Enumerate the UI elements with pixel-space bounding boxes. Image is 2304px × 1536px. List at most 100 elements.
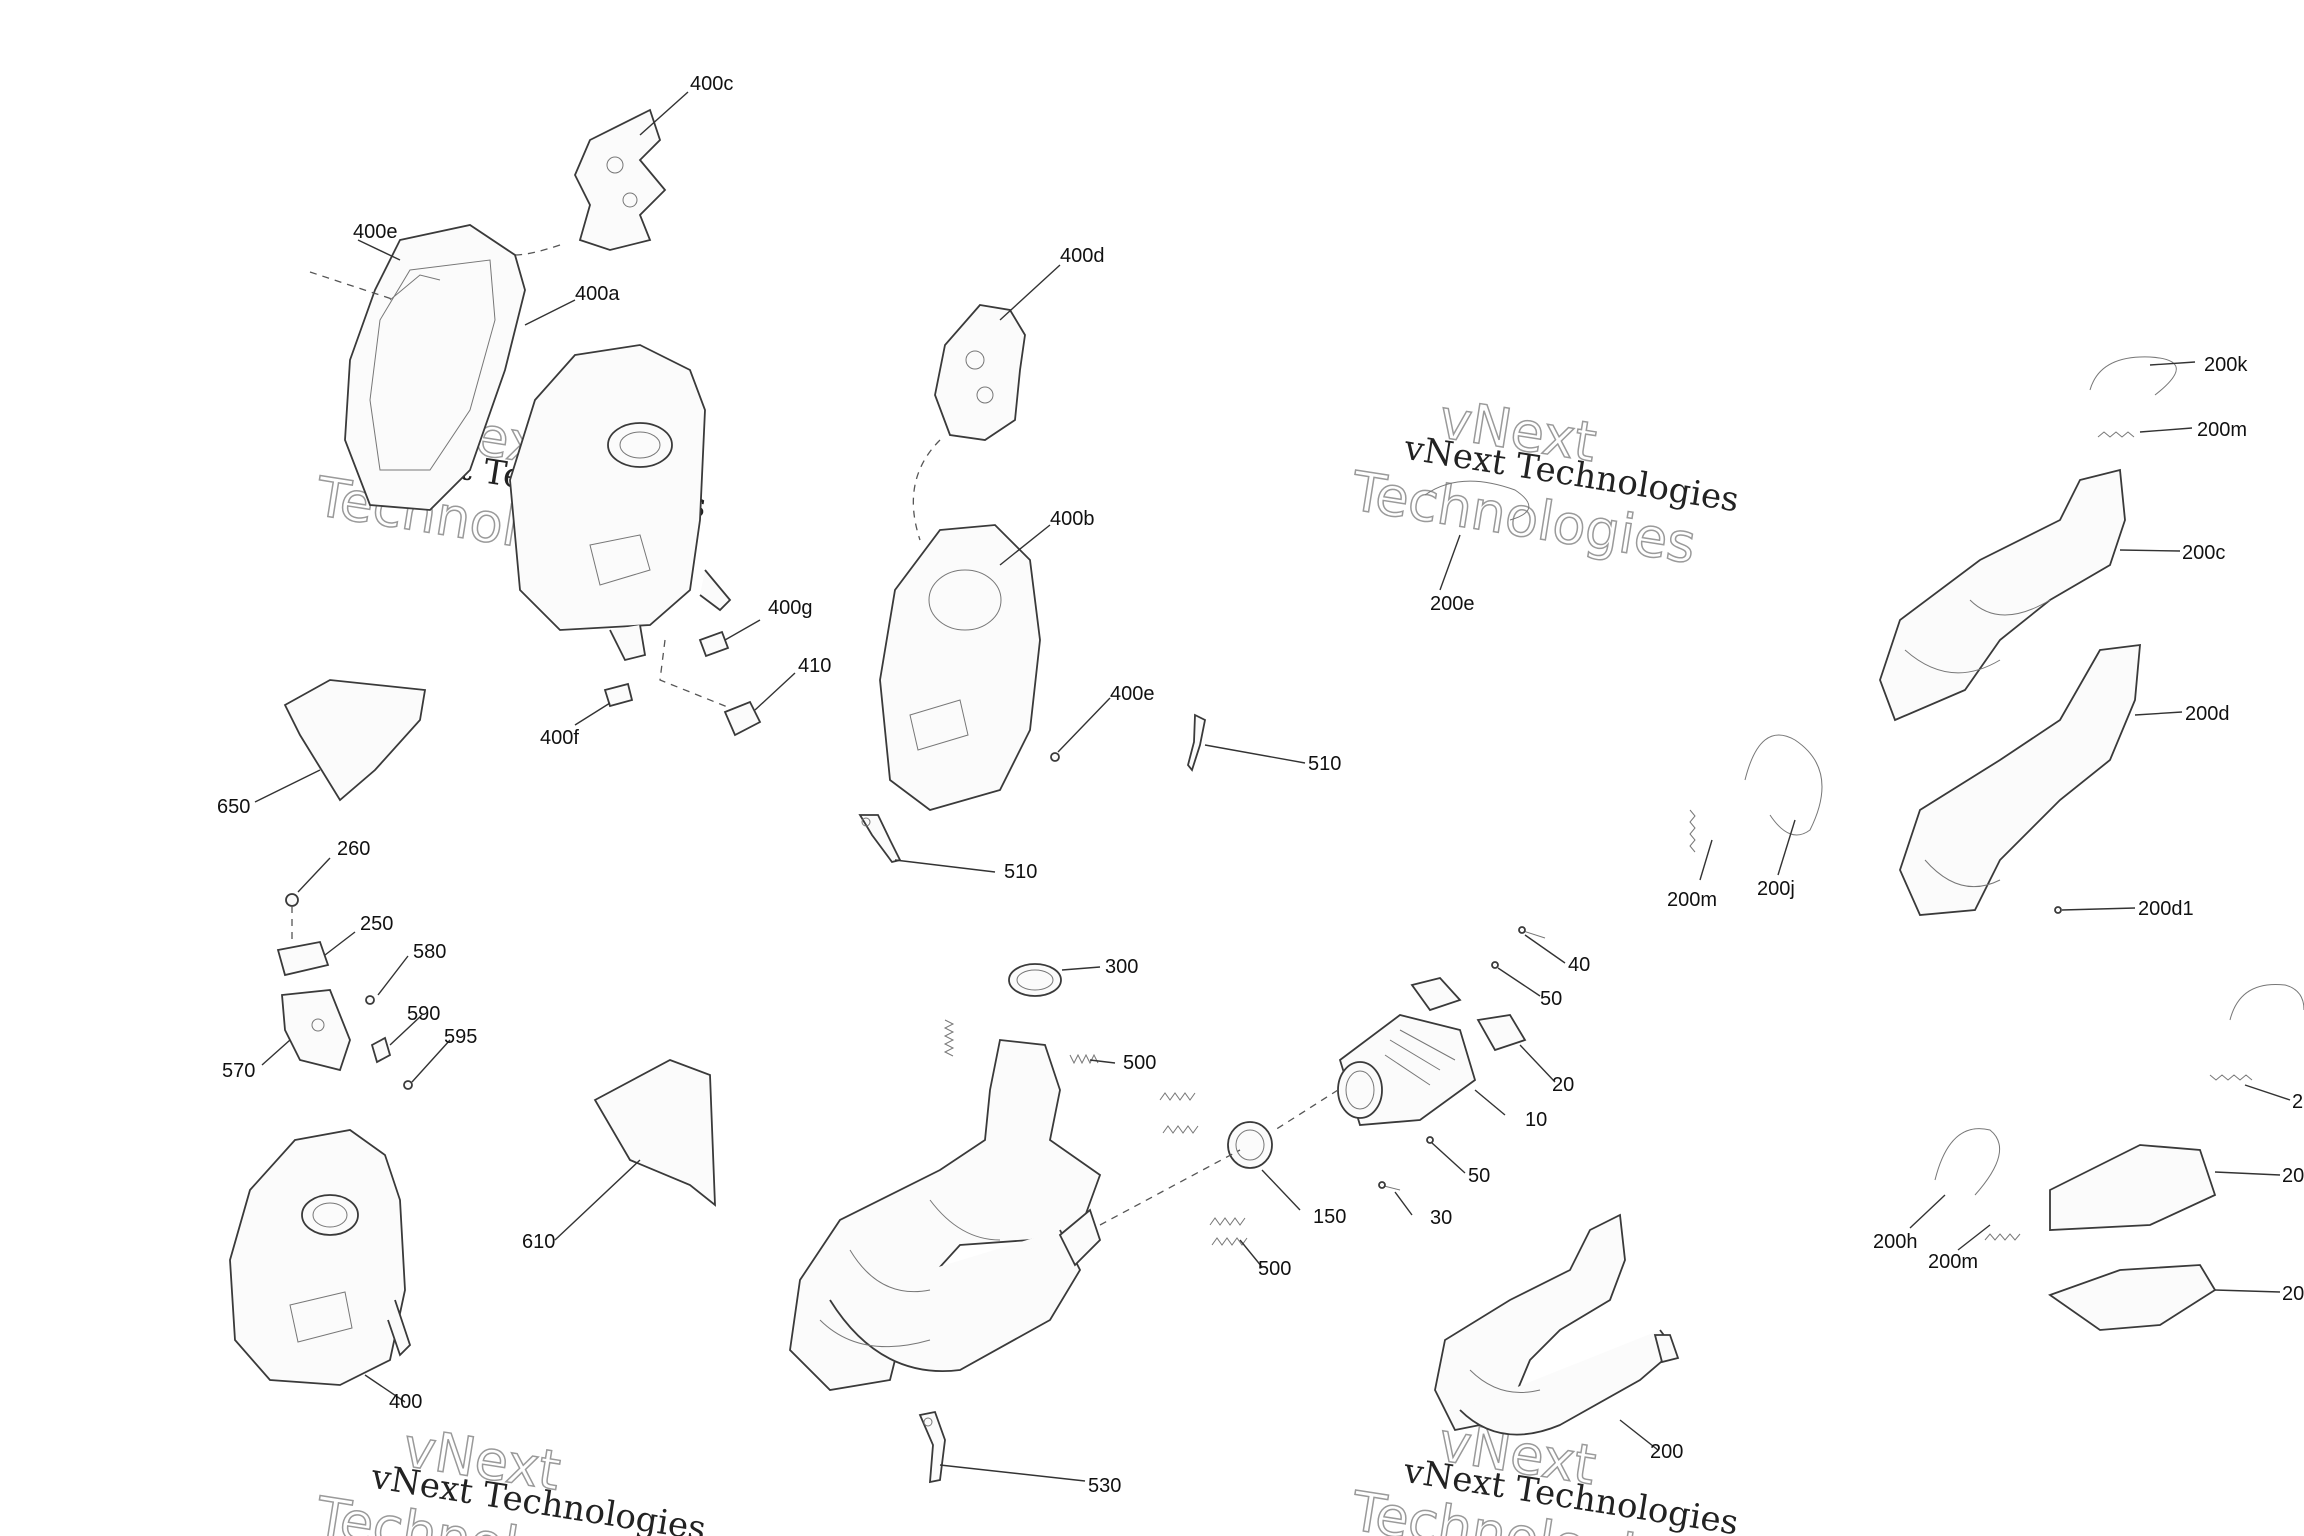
part-50-nut-top	[1491, 961, 1499, 969]
label-150: 150	[1313, 1206, 1346, 1228]
label-50-bottom: 50	[1468, 1165, 1490, 1187]
part-200-tuned-pipe	[1434, 1213, 1680, 1436]
part-200c-pipe-section	[1879, 468, 2126, 722]
label-200m-bottom: 200m	[1928, 1251, 1978, 1273]
part-200m-spring-mid	[1689, 809, 1696, 853]
part-ring-edge	[2229, 983, 2304, 1021]
part-gasket-upper	[1410, 976, 1462, 1012]
label-400f: 400f	[540, 727, 579, 749]
part-570-mount	[281, 989, 351, 1072]
part-530-bracket	[918, 1410, 946, 1484]
label-580: 580	[413, 941, 446, 963]
part-40-stud	[1518, 926, 1546, 939]
part-tuned-pipe-center	[789, 1039, 1241, 1391]
label-10: 10	[1525, 1109, 1547, 1131]
watermark-top-right: vNext Technologies vNext Technologies	[1346, 387, 1742, 577]
watermark-bottom-right: vNext Technologies vNext Technologies	[1346, 1409, 1741, 1536]
part-300-ring	[1008, 963, 1062, 997]
label-200d: 200d	[2185, 703, 2230, 725]
part-400e-screw	[1050, 752, 1060, 762]
label-200: 200	[1650, 1441, 1683, 1463]
part-200k-ring	[2089, 356, 2177, 396]
label-40: 40	[1568, 954, 1590, 976]
part-510-bracket-right	[1187, 713, 1207, 772]
part-610-heat-shield	[593, 1059, 716, 1207]
label-250: 250	[360, 913, 393, 935]
label-530: 530	[1088, 1475, 1121, 1497]
part-pipe-section-edge-upper	[2049, 1144, 2217, 1231]
part-spring-left	[943, 1019, 955, 1057]
label-edge-2: 200	[2282, 1165, 2304, 1187]
label-200j: 200j	[1757, 878, 1795, 900]
part-muffler-body-upper	[509, 344, 732, 662]
part-400b-muffler-half	[879, 524, 1041, 811]
label-400e-top: 400e	[353, 221, 398, 243]
part-200h-ring	[1934, 1128, 2001, 1196]
label-610: 610	[522, 1231, 555, 1253]
part-410-clamp	[659, 639, 762, 737]
label-200d1: 200d1	[2138, 898, 2194, 920]
label-200e: 200e	[1430, 593, 1475, 615]
part-30-stud	[1378, 1181, 1401, 1191]
part-595-screw	[403, 1080, 413, 1090]
part-400a-muffler-cover	[344, 224, 526, 511]
label-20: 20	[1552, 1074, 1574, 1096]
part-500-spring-top	[1069, 1053, 1099, 1065]
part-150-gasket	[1227, 1121, 1273, 1169]
part-500-spring-bottom	[1209, 1217, 1248, 1246]
label-30: 30	[1430, 1207, 1452, 1229]
label-500-top: 500	[1123, 1052, 1156, 1074]
label-510-left: 510	[1004, 861, 1037, 883]
part-labels: 400c 400e 400a 400d 400b 400g 410 400f 4…	[217, 73, 2304, 1497]
part-50-nut-bottom	[1426, 1136, 1434, 1144]
label-570: 570	[222, 1060, 255, 1082]
part-400d-heat-shield	[912, 304, 1026, 541]
part-400c-heat-shield	[514, 108, 667, 256]
part-200j-ring	[1744, 734, 1823, 836]
label-400a: 400a	[575, 283, 620, 305]
label-400e-mid: 400e	[1110, 683, 1155, 705]
label-595: 595	[444, 1026, 477, 1048]
label-200m-mid: 200m	[1667, 889, 1717, 911]
part-650-heat-shield	[283, 679, 427, 802]
part-200d1-screw	[2054, 906, 2062, 914]
part-580-screw	[365, 995, 375, 1005]
label-400d: 400d	[1060, 245, 1105, 267]
label-50-top: 50	[1540, 988, 1562, 1010]
label-590: 590	[407, 1003, 440, 1025]
watermark-bottom-left: vNext Technologies vNext Technologies	[310, 1415, 708, 1536]
label-300: 300	[1105, 956, 1138, 978]
part-260-bolt	[285, 893, 299, 940]
part-spring-mid-2	[1162, 1125, 1199, 1134]
label-edge-1: 2	[2292, 1091, 2303, 1113]
label-410: 410	[798, 655, 831, 677]
label-200h: 200h	[1873, 1231, 1918, 1253]
label-400c: 400c	[690, 73, 733, 95]
label-400g: 400g	[768, 597, 813, 619]
leader-lines	[254, 91, 2291, 1482]
label-510-right: 510	[1308, 753, 1341, 775]
label-260: 260	[337, 838, 370, 860]
label-200k: 200k	[2204, 354, 2248, 376]
label-200c: 200c	[2182, 542, 2225, 564]
part-200d-pipe-section	[1899, 643, 2141, 916]
part-spring-mid-1	[1159, 1092, 1196, 1101]
part-590-spacer	[370, 1036, 392, 1064]
part-200m-spring-bottom	[1984, 1233, 2021, 1241]
label-500-bottom: 500	[1258, 1258, 1291, 1280]
part-400-muffler-assembly	[229, 1129, 412, 1386]
label-650: 650	[217, 796, 250, 818]
part-510-bracket-left	[858, 814, 902, 864]
part-10-manifold	[1274, 1014, 1477, 1131]
label-200m-top: 200m	[2197, 419, 2247, 441]
part-400f-clip	[603, 682, 634, 708]
part-200m-spring-top	[2097, 431, 2135, 438]
part-spring-edge	[2209, 1074, 2253, 1081]
label-edge-3: 200	[2282, 1283, 2304, 1305]
part-400g-clip	[698, 630, 730, 658]
label-400b: 400b	[1050, 508, 1095, 530]
part-200e-ring	[1424, 480, 1530, 521]
part-250-bracket	[276, 940, 330, 977]
part-pipe-section-edge-lower	[2048, 1264, 2217, 1331]
